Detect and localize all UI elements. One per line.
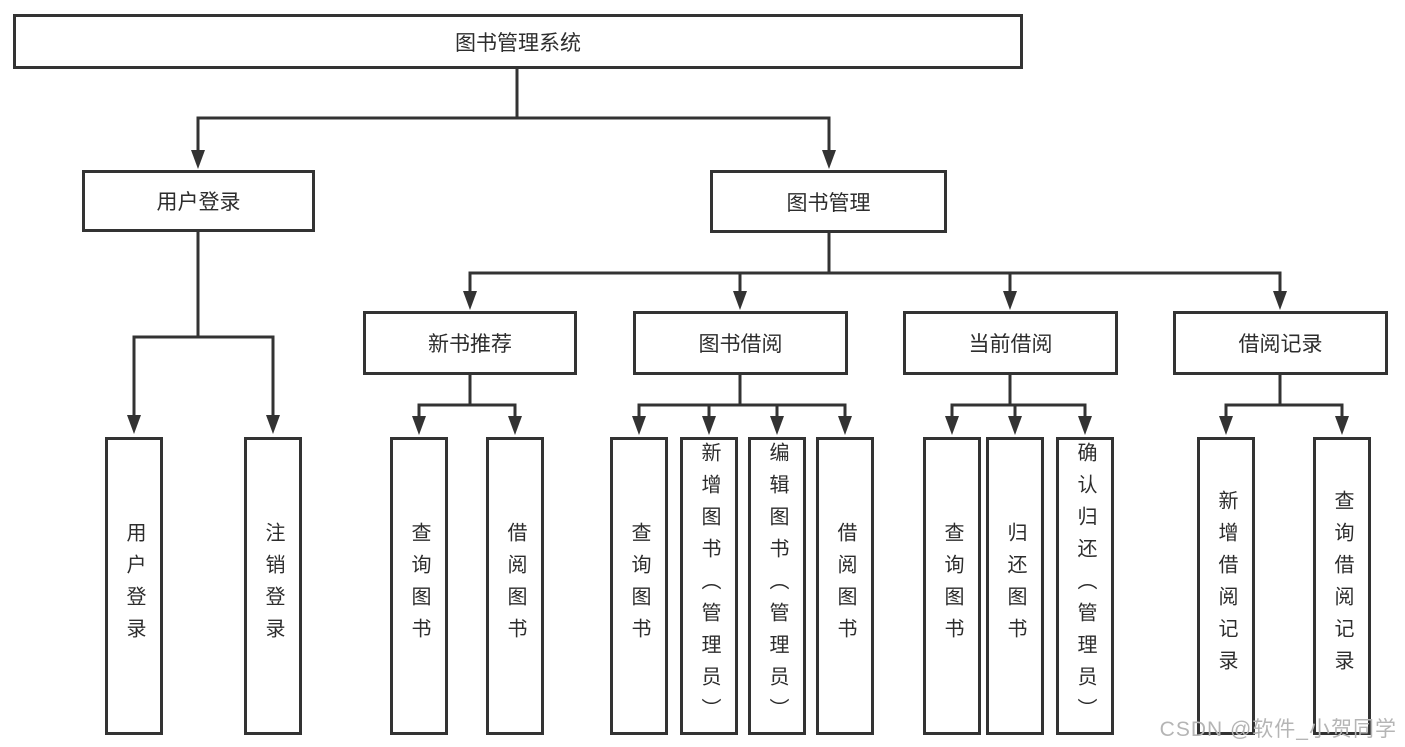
node-label: 新书推荐 <box>428 333 512 356</box>
csdn-watermark: CSDN @软件_小贺同学 <box>1159 718 1397 741</box>
node-label: 借阅记录 <box>1238 333 1323 356</box>
leaf-label: 新增借阅记录 <box>1215 490 1237 682</box>
leaf-logout-login: 注销登录 <box>244 437 302 735</box>
leaf-label: 新增图书（管理员） <box>698 442 720 730</box>
leaf-label: 查询图书 <box>628 522 650 650</box>
leaf-borrow-books-borrowing: 借阅图书 <box>816 437 874 735</box>
node-label: 当前借阅 <box>968 333 1053 356</box>
leaf-label: 借阅图书 <box>834 522 856 650</box>
leaf-label: 查询借阅记录 <box>1331 490 1353 682</box>
node-current-borrowing: 当前借阅 <box>903 311 1118 375</box>
leaf-label: 借阅图书 <box>504 522 526 650</box>
leaf-query-books-borrowing: 查询图书 <box>610 437 668 735</box>
connector-records-fork <box>1224 375 1344 419</box>
leaf-borrow-books-recommend: 借阅图书 <box>486 437 544 735</box>
leaf-label: 注销登录 <box>262 522 284 650</box>
leaf-label: 查询图书 <box>408 522 430 650</box>
node-borrowing-records: 借阅记录 <box>1173 311 1388 375</box>
leaf-user-login: 用户登录 <box>105 437 163 735</box>
node-label: 用户登录 <box>156 191 241 214</box>
connector-current-fork <box>950 375 1087 419</box>
node-book-borrowing: 图书借阅 <box>633 311 848 375</box>
leaf-add-books-admin: 新增图书（管理员） <box>680 437 738 735</box>
leaf-label: 查询图书 <box>941 522 963 650</box>
node-book-management: 图书管理 <box>710 170 947 233</box>
leaf-confirm-return-admin: 确认归还（管理员） <box>1056 437 1114 735</box>
connector-root-to-level2 <box>196 69 831 150</box>
leaf-label: 用户登录 <box>123 522 145 650</box>
connector-recommend-fork <box>417 375 517 419</box>
node-label: 图书管理 <box>786 191 871 215</box>
leaf-label: 确认归还（管理员） <box>1074 442 1096 730</box>
connector-bookmgmt-to-level3 <box>468 233 1282 293</box>
leaf-add-borrow-record: 新增借阅记录 <box>1197 437 1255 735</box>
connector-userlogin-to-leaves <box>132 232 275 418</box>
leaf-label: 编辑图书（管理员） <box>766 442 788 730</box>
node-label: 图书管理系统 <box>455 31 581 55</box>
node-library-management-system: 图书管理系统 <box>13 14 1023 69</box>
connector-borrowing-fork <box>637 375 847 419</box>
leaf-query-books-recommend: 查询图书 <box>390 437 448 735</box>
leaf-label: 归还图书 <box>1004 522 1026 650</box>
leaf-return-books: 归还图书 <box>986 437 1044 735</box>
node-user-login: 用户登录 <box>82 170 315 232</box>
leaf-query-books-current: 查询图书 <box>923 437 981 735</box>
node-new-book-recommend: 新书推荐 <box>363 311 577 375</box>
leaf-query-borrow-record: 查询借阅记录 <box>1313 437 1371 735</box>
node-label: 图书借阅 <box>698 333 783 356</box>
leaf-edit-books-admin: 编辑图书（管理员） <box>748 437 806 735</box>
